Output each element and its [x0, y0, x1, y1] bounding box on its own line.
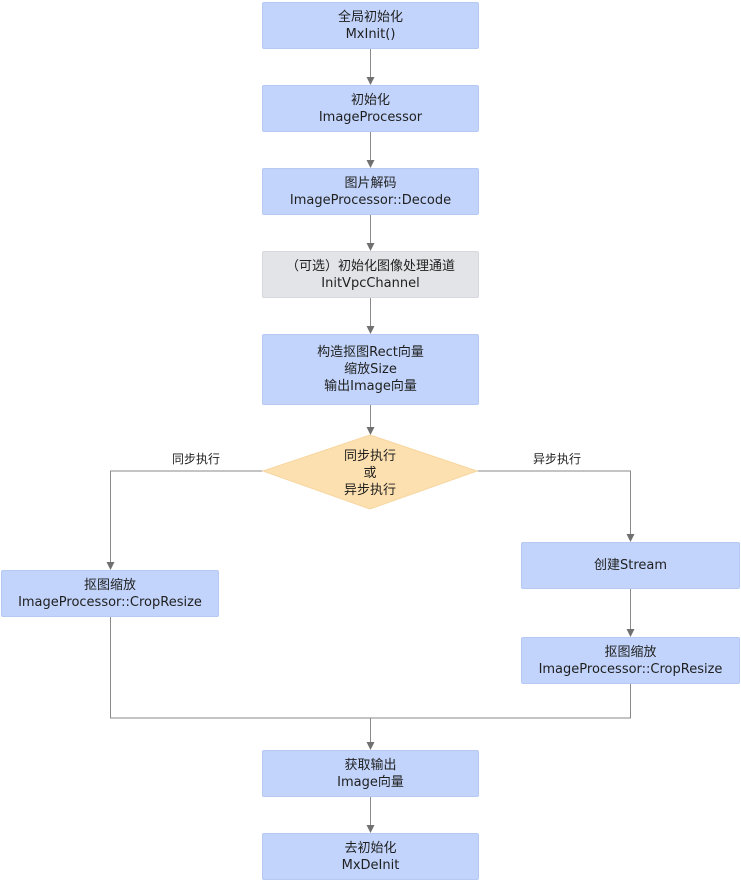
node-optional-vpc-channel-line2: InitVpcChannel — [321, 275, 420, 291]
node-get-output-line1: 获取输出 — [344, 757, 397, 773]
node-init-image-processor-line2: ImageProcessor — [318, 109, 423, 125]
edge-decision-to-async — [476, 470, 635, 542]
node-init-image-processor: 初始化 ImageProcessor — [262, 85, 479, 132]
decision-line2: 或 — [363, 465, 377, 481]
node-global-init-line2: MxInit() — [345, 26, 396, 42]
decision-line1: 同步执行 — [343, 448, 396, 464]
sync-branch-label: 同步执行 — [172, 452, 221, 466]
edge-decision-to-sync — [106, 470, 264, 570]
node-init-image-processor-line1: 初始化 — [350, 92, 390, 108]
node-optional-vpc-channel: （可选）初始化图像处理通道 InitVpcChannel — [262, 251, 479, 298]
node-deinit-line1: 去初始化 — [344, 840, 397, 856]
node-crop-resize-async: 抠图缩放 ImageProcessor::CropResize — [521, 637, 740, 684]
node-crop-resize-async-line1: 抠图缩放 — [604, 644, 657, 660]
node-create-stream-line1: 创建Stream — [593, 558, 668, 573]
node-construct-params-line1: 构造抠图Rect向量 — [317, 345, 424, 360]
node-deinit: 去初始化 MxDeInit — [262, 833, 479, 880]
node-get-output-line2: Image向量 — [337, 774, 404, 790]
async-branch-label: 异步执行 — [533, 452, 582, 466]
node-construct-params-line3: 输出Image向量 — [324, 379, 417, 394]
decision-line3: 异步执行 — [343, 482, 396, 498]
decision-diamond — [261, 434, 479, 510]
node-construct-params: 构造抠图Rect向量 缩放Size 输出Image向量 — [262, 334, 479, 405]
decision-text: 同步执行 或 异步执行 — [264, 436, 476, 510]
node-create-stream: 创建Stream — [521, 542, 740, 589]
node-crop-resize-sync-line2: ImageProcessor::CropResize — [18, 594, 202, 610]
node-global-init-line1: 全局初始化 — [337, 9, 403, 25]
node-crop-resize-sync: 抠图缩放 ImageProcessor::CropResize — [1, 570, 219, 617]
node-decode-line2: ImageProcessor::Decode — [289, 192, 452, 208]
node-construct-params-line2: 缩放Size — [344, 362, 397, 377]
node-get-output: 获取输出 Image向量 — [262, 750, 479, 797]
node-deinit-line2: MxDeInit — [341, 857, 400, 873]
node-decode: 图片解码 ImageProcessor::Decode — [262, 168, 479, 215]
node-decode-line1: 图片解码 — [344, 175, 397, 191]
node-global-init: 全局初始化 MxInit() — [262, 2, 479, 49]
node-crop-resize-sync-line1: 抠图缩放 — [83, 577, 136, 593]
node-crop-resize-async-line2: ImageProcessor::CropResize — [538, 661, 723, 677]
node-optional-vpc-channel-line1: （可选）初始化图像处理通道 — [285, 258, 455, 274]
